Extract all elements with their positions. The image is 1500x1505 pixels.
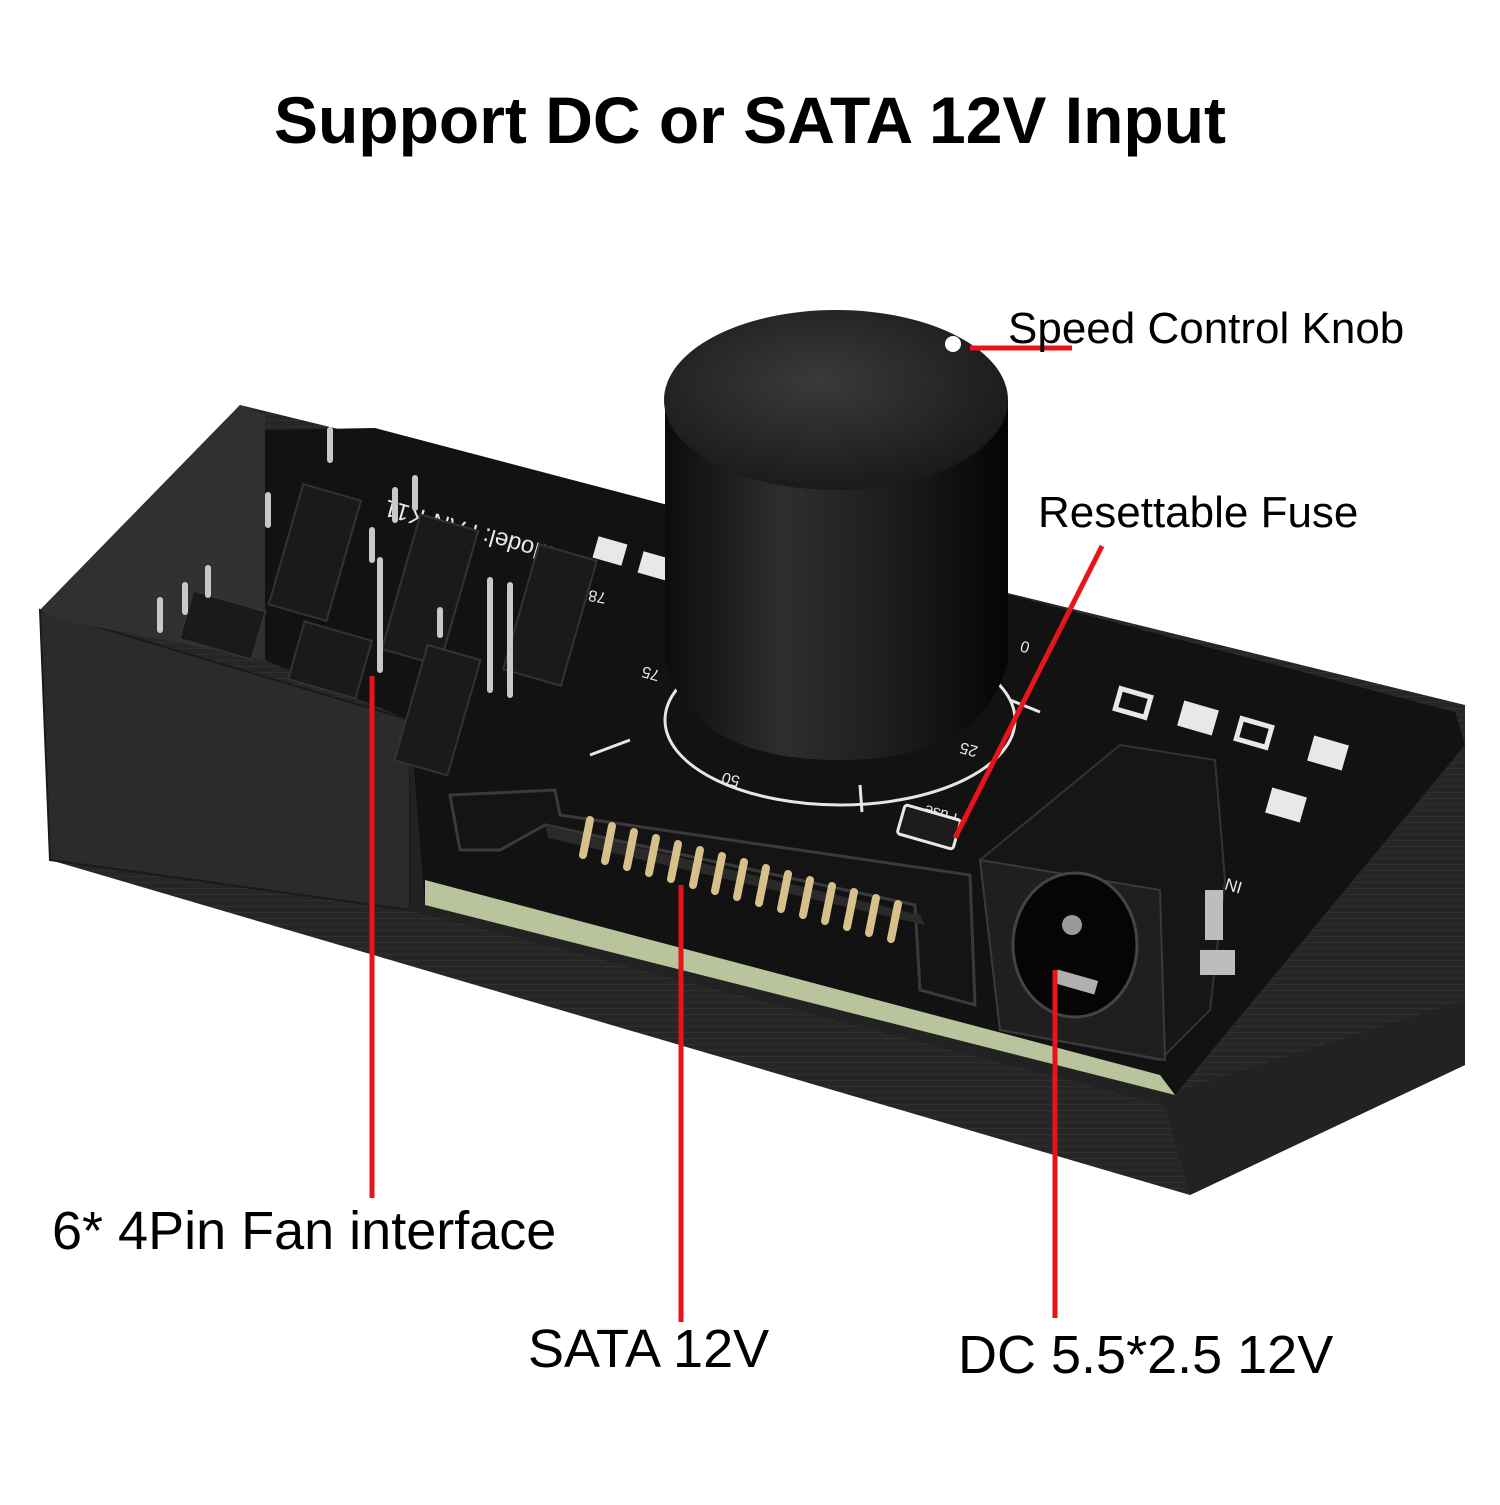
- fuse-callout-line: [952, 544, 1105, 840]
- sata-label: SATA 12V: [528, 1319, 770, 1379]
- fan-interface-label: 6* 4Pin Fan interface: [52, 1201, 557, 1261]
- dial-mark-25: 25: [958, 738, 980, 759]
- input-silkscreen: IN: [1223, 874, 1245, 897]
- fuse-label: Resettable Fuse: [1038, 488, 1359, 537]
- speed-knob-label: Speed Control Knob: [1008, 304, 1405, 353]
- dial-mark-75: 75: [640, 662, 662, 683]
- sata-pins: [579, 816, 902, 943]
- callout-lines: [369, 345, 1105, 1322]
- sata-connector: [448, 788, 977, 1007]
- dc-input-label: DC 5.5*2.5 12V: [958, 1325, 1334, 1385]
- speed-knob: [664, 310, 1008, 760]
- dc-jack: [978, 743, 1235, 1062]
- smd-components: [592, 536, 1349, 851]
- headline: Support DC or SATA 12V Input: [273, 83, 1227, 157]
- fan-headers: [157, 427, 598, 777]
